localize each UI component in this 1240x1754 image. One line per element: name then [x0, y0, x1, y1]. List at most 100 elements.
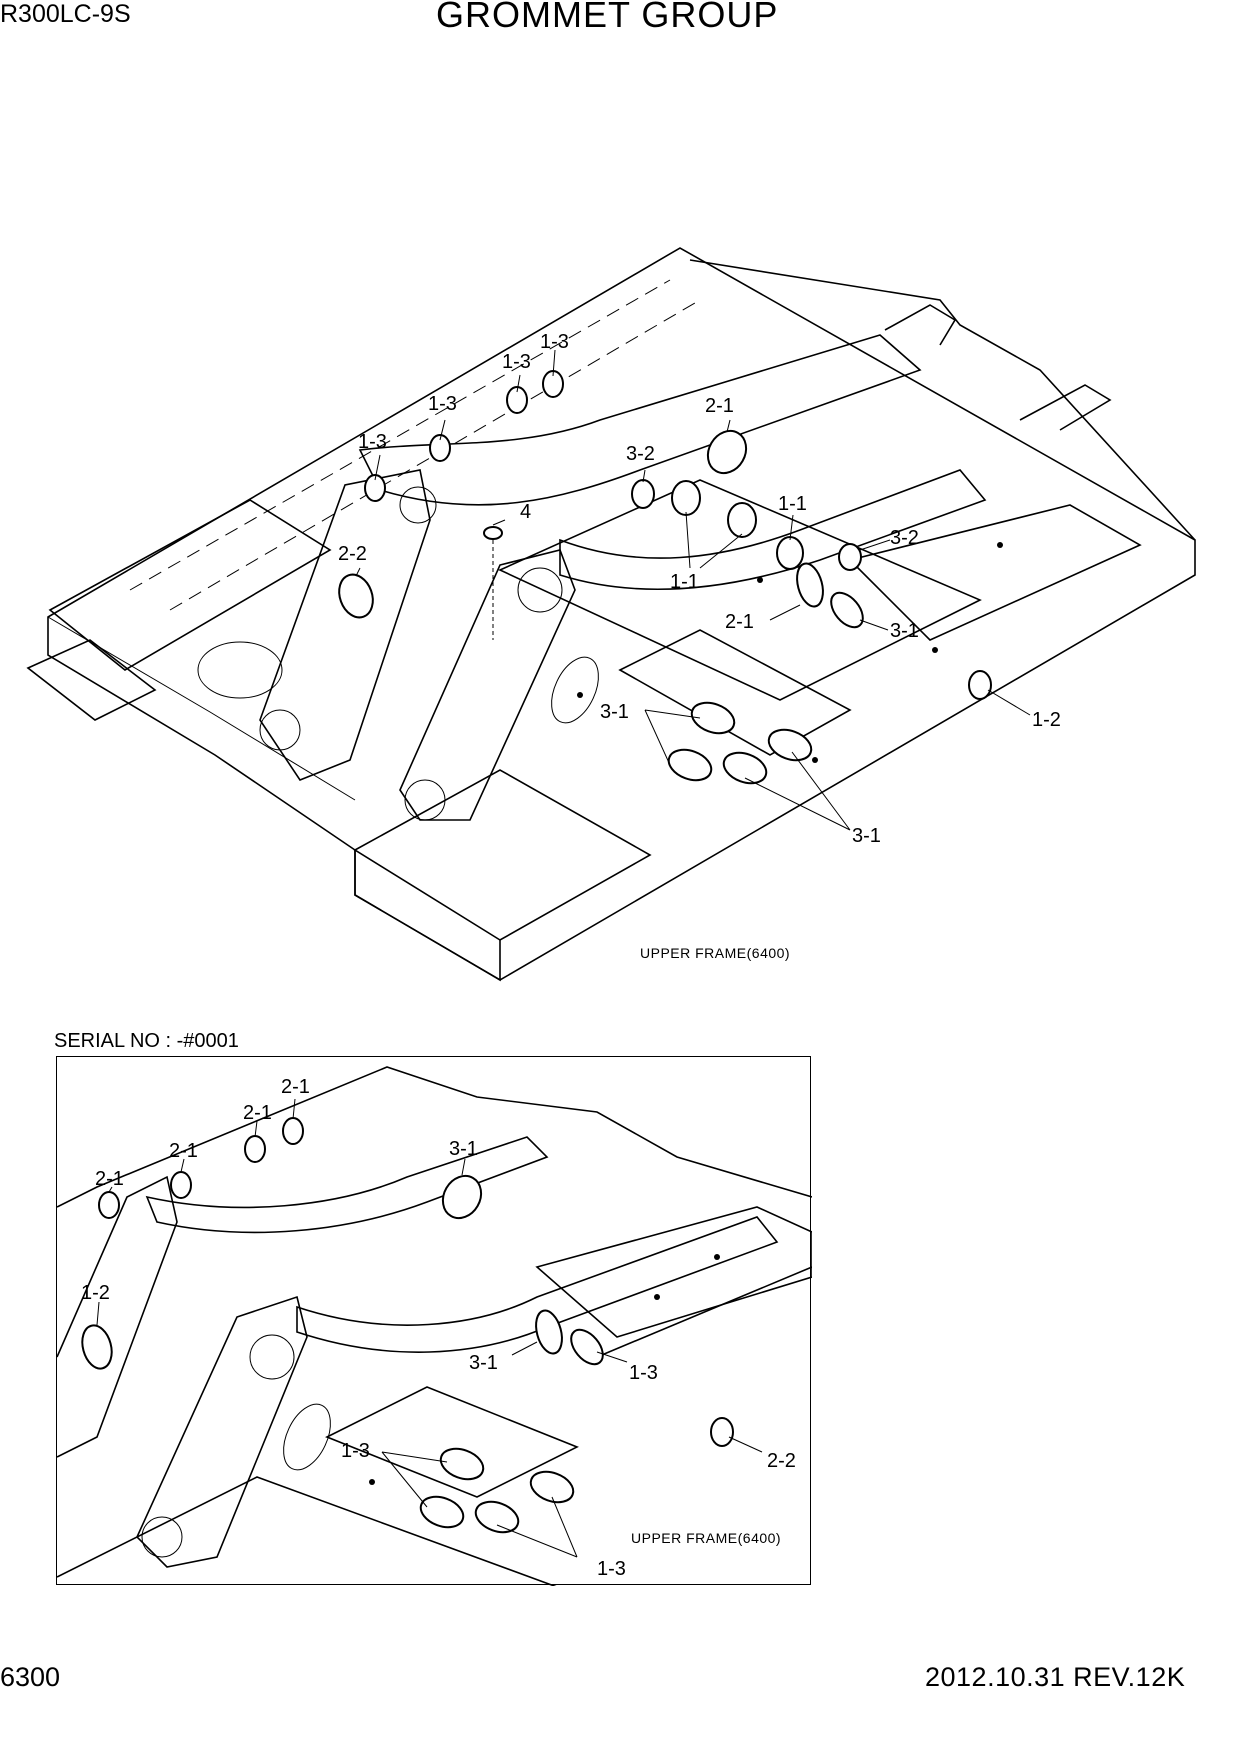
callout: 1-1 [778, 493, 807, 515]
detail-boom-lower [296, 1216, 779, 1353]
pin-boss-2 [404, 779, 446, 821]
pin-boss-4 [399, 486, 437, 524]
detail-diagram: 2-1 2-1 2-1 2-1 3-1 1-2 3-1 1-3 1-3 2-2 … [57, 1066, 812, 1586]
grommet-1-3-a [570, 1328, 604, 1366]
callout: 1-2 [1032, 709, 1061, 731]
detail-right-plate [535, 1206, 812, 1338]
leader [769, 604, 801, 621]
right-deck-plate [848, 504, 1142, 641]
grommet-2-1-c [244, 1135, 266, 1163]
leader [355, 567, 361, 577]
grommet-3-1-a [441, 1174, 483, 1220]
grommet-1-3-d [474, 1500, 520, 1534]
detail-pin-boss [141, 1516, 183, 1558]
callout: 3-2 [626, 443, 655, 465]
callout: 3-2 [890, 527, 919, 549]
grommet-3-1-d [722, 751, 768, 785]
detail-front-plate [325, 1386, 579, 1498]
callout: 1-2 [81, 1282, 110, 1304]
grommet-1-2 [968, 670, 992, 700]
callout: 3-1 [600, 701, 629, 723]
bolt [812, 757, 818, 763]
leader [685, 511, 743, 569]
leader [439, 419, 446, 441]
callout: 4 [520, 501, 531, 523]
callout: 3-1 [890, 620, 919, 642]
front-box-side [354, 850, 501, 982]
leader [726, 419, 731, 433]
grommet-1-1-c [776, 536, 804, 570]
leader [374, 454, 381, 481]
callout: 1-3 [428, 393, 457, 415]
grommet-1-3-b [429, 434, 451, 462]
leader [254, 1120, 258, 1138]
callout: 1-1 [670, 571, 699, 593]
page-number: 6300 [0, 1662, 61, 1692]
pin-boss-1 [259, 709, 301, 751]
leader [108, 1186, 113, 1193]
page-title: GROMMET GROUP [436, 0, 779, 35]
detail-bracket-right [136, 1295, 308, 1568]
boom-rail-lower [559, 469, 987, 590]
boom-bracket-left [259, 469, 431, 781]
grommet-3-1-e [767, 728, 813, 762]
leader [859, 539, 891, 551]
grommet-2-1-a [706, 429, 748, 475]
detail-rail-top [57, 1066, 812, 1208]
leader [461, 1158, 466, 1176]
grommet-3-2-b [838, 543, 862, 571]
leader [987, 689, 1031, 716]
callout: 2-2 [338, 543, 367, 565]
grommet-1-2 [81, 1324, 113, 1370]
grommet-2-1-a [98, 1191, 120, 1219]
grommet-1-3-a [364, 474, 386, 502]
callout: 1-3 [358, 431, 387, 453]
boom-rail-upper [358, 334, 922, 506]
bolt [997, 542, 1003, 548]
leader [552, 349, 556, 377]
leader [744, 751, 851, 831]
side-beam [689, 259, 1196, 541]
callout: 3-1 [469, 1352, 498, 1374]
callout: 1-3 [341, 1440, 370, 1462]
leader [292, 1098, 296, 1120]
callout: 2-1 [705, 395, 734, 417]
grommet-1-3-e [529, 1470, 575, 1504]
leader [789, 514, 794, 541]
revision-date: 2012.10.31 REV.12K [925, 1662, 1186, 1692]
callout: 2-1 [169, 1140, 198, 1162]
model-number: R300LC-9S [0, 0, 131, 28]
leader [644, 709, 701, 766]
grommet-1-1-a [671, 480, 701, 516]
detail-side-rail [596, 1266, 812, 1358]
leader [381, 1451, 448, 1508]
detail-front-edge [57, 1476, 557, 1586]
callout: 2-1 [725, 611, 754, 633]
leader [596, 1351, 628, 1363]
callout: 1-3 [502, 351, 531, 373]
bolt [369, 1479, 375, 1485]
detail-cutout [283, 1403, 331, 1471]
callout: 3-1 [449, 1138, 478, 1160]
leader [96, 1301, 100, 1326]
step-plate [26, 639, 157, 721]
leader [492, 519, 506, 526]
leader [511, 1341, 538, 1356]
detail-caption: UPPER FRAME(6400) [631, 1530, 781, 1546]
pin-boss-3 [517, 567, 563, 613]
detail-box: 2-1 2-1 2-1 2-1 3-1 1-2 3-1 1-3 1-3 2-2 … [56, 1056, 812, 1586]
callout: 2-1 [95, 1168, 124, 1190]
grommet-3-1-a [830, 591, 864, 629]
beam-stub-2 [1019, 384, 1112, 431]
bolt [714, 1254, 720, 1260]
grommet-2-1-d [282, 1117, 304, 1145]
callout: 2-2 [767, 1450, 796, 1472]
grommet-2-2 [338, 573, 374, 619]
callout: 1-3 [629, 1362, 658, 1384]
grommet-1-3-b [439, 1447, 485, 1481]
leader [180, 1158, 185, 1173]
callout: 2-1 [243, 1102, 272, 1124]
left-box [48, 499, 332, 671]
plug-4 [483, 526, 503, 540]
callout: 2-1 [281, 1076, 310, 1098]
